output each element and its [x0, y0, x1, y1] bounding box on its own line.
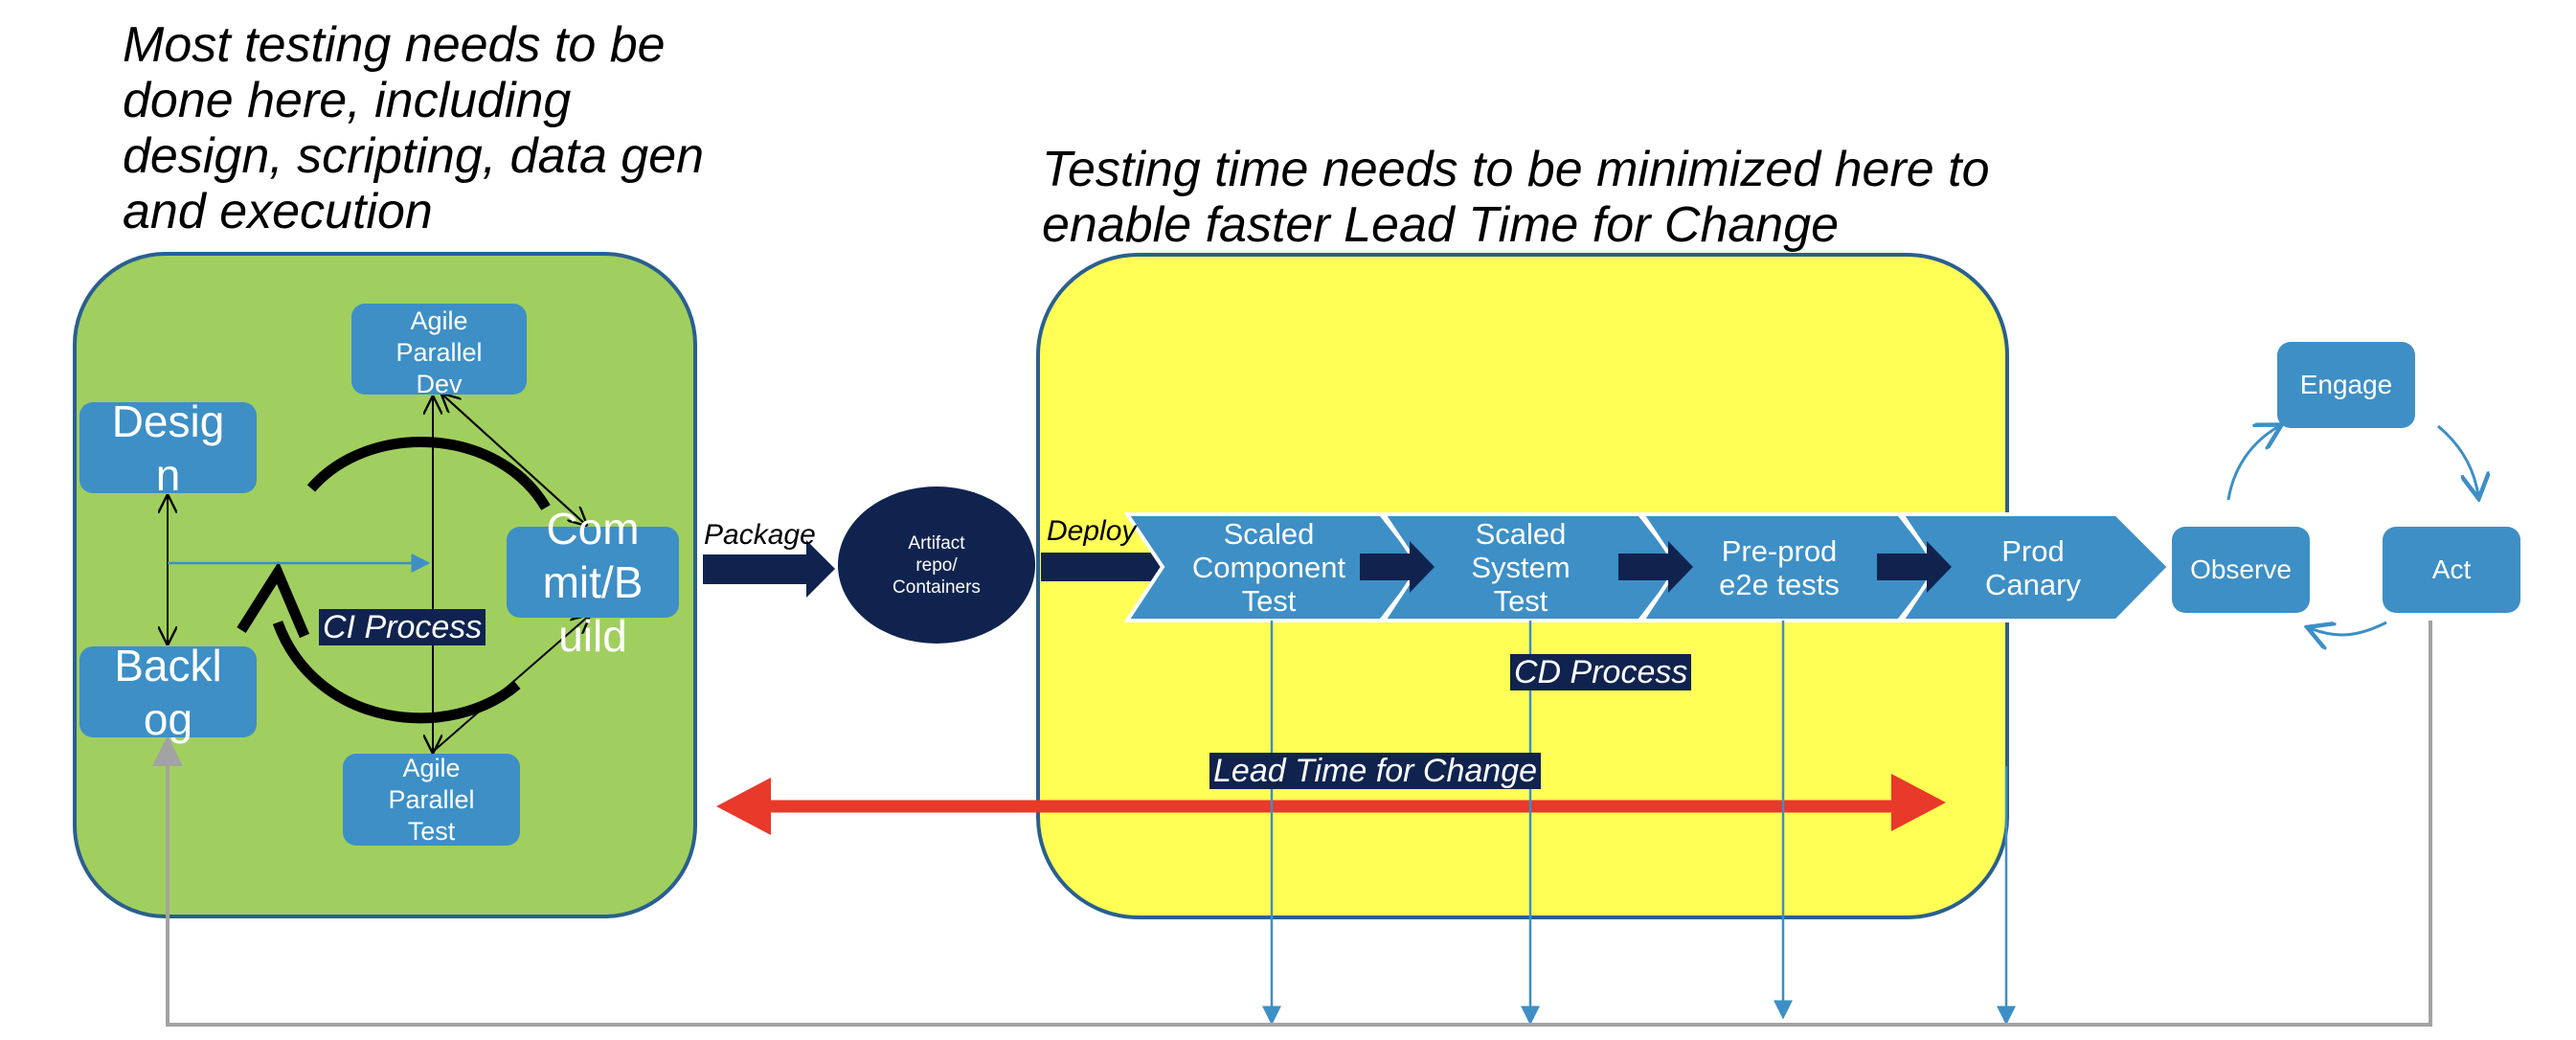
backlog-box: Backl og — [79, 641, 257, 744]
act-observe-arrow — [2310, 622, 2387, 635]
cd-stage-label-2: Scaled System Test — [1471, 517, 1570, 618]
engage-box: Engage — [2277, 342, 2415, 428]
right-heading: Testing time needs to be minimized here … — [1042, 142, 1990, 253]
chevron-link-arrow-3 — [1877, 541, 1952, 593]
lead-time-head-right — [1891, 774, 1946, 831]
observe-box: Observe — [2172, 527, 2310, 613]
cd-stage-label-4: Prod Canary — [1985, 533, 2081, 601]
agile-parallel-dev-box: Agile Parallel Dev — [351, 304, 527, 398]
design-box: Desig n — [79, 396, 257, 500]
lead-time-head-left — [716, 778, 771, 835]
cd-stage-label-3: Pre-prod e2e tests — [1719, 533, 1840, 601]
artifact-repo-oval — [838, 486, 1035, 644]
left-heading: Most testing needs to be done here, incl… — [123, 17, 705, 239]
observe-engage-arrow — [2226, 426, 2279, 501]
chevron-link-arrow-1 — [1360, 541, 1435, 593]
cd-process-label: CD Process — [1510, 654, 1692, 690]
commit-build-box: Com mit/B uild — [507, 504, 679, 661]
ci-process-label: CI Process — [319, 609, 486, 645]
commit-dev-connector — [442, 395, 587, 526]
return-loop-line — [152, 621, 2432, 1027]
artifact-repo-label: Artifact repo/ Containers — [893, 532, 981, 598]
deploy-arrow — [1041, 538, 1184, 596]
engage-act-arrow — [2437, 424, 2478, 496]
lead-time-label: Lead Time for Change — [1209, 753, 1542, 789]
package-label: Package — [704, 519, 816, 551]
agile-parallel-test-box: Agile Parallel Test — [343, 754, 520, 846]
act-box: Act — [2383, 527, 2520, 613]
chevron-link-arrow-2 — [1618, 541, 1693, 593]
package-arrow — [703, 540, 835, 598]
cd-stage-chevron-1 — [1123, 512, 1425, 622]
test-commit-connector — [432, 616, 589, 753]
ci-cycle-arrowhead — [237, 561, 310, 639]
cd-stage-label-1: Scaled Component Test — [1191, 517, 1346, 618]
deploy-label: Deploy — [1047, 515, 1137, 547]
